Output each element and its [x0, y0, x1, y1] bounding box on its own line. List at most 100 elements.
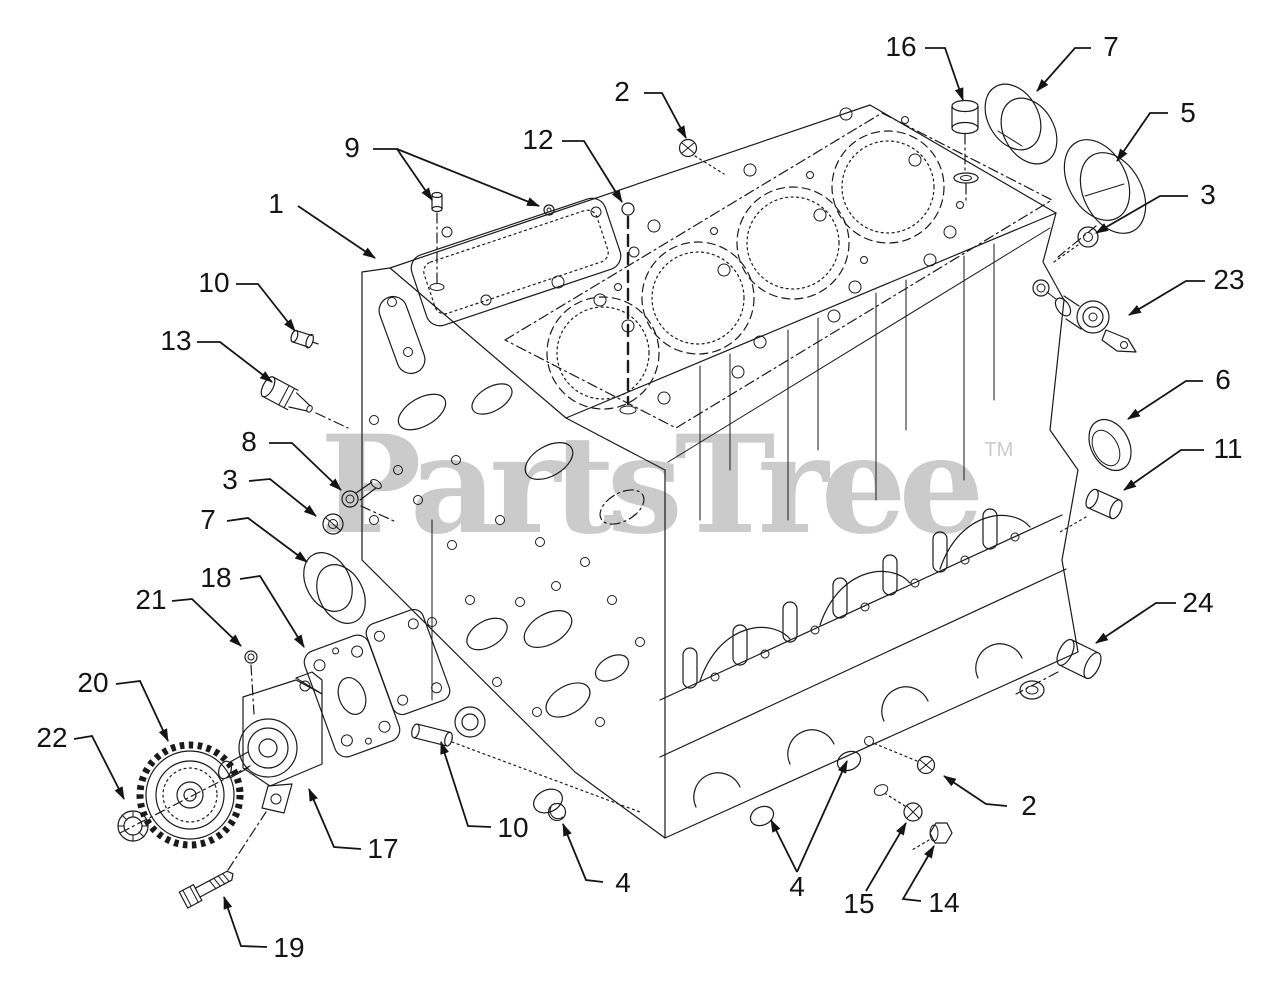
part-ball-4	[530, 785, 566, 821]
leader-line	[236, 284, 295, 332]
callout-label: 1	[268, 188, 284, 219]
head-gasket	[505, 113, 1052, 428]
part-plug-16	[952, 101, 978, 205]
leader-line	[227, 518, 308, 562]
callout-label: 16	[885, 31, 916, 62]
callout-label: 15	[843, 888, 874, 919]
part-gear-20	[140, 745, 240, 845]
callout-label: 24	[1182, 587, 1213, 618]
callout-label: 9	[344, 132, 360, 163]
part-nut-22	[118, 766, 250, 841]
callout-label: 7	[200, 504, 216, 535]
leader-line	[116, 681, 168, 742]
callout-label: 10	[497, 812, 528, 843]
leader-line	[1117, 113, 1168, 162]
callout-label: 20	[77, 667, 108, 698]
watermark-tm-mark: TM	[984, 439, 1014, 461]
callout-label: 10	[198, 267, 229, 298]
leader-line	[563, 823, 603, 882]
part-bolt-10-top	[289, 329, 320, 351]
watermark-text: PartsTree	[320, 405, 984, 564]
leader-line	[943, 776, 1007, 806]
leader-line	[1127, 381, 1203, 419]
leader-line	[397, 149, 540, 206]
callout-label: 17	[367, 833, 398, 864]
part-plug-5	[1051, 128, 1159, 257]
part-fitting-8	[342, 478, 396, 522]
leader-line	[1037, 48, 1091, 92]
leader-line	[74, 736, 124, 800]
callout-label: 23	[1213, 264, 1244, 295]
callout-label: 6	[1215, 364, 1231, 395]
leader-line	[240, 576, 304, 648]
callout-label: 19	[273, 932, 304, 963]
engine-block	[118, 74, 1159, 908]
leader-line	[197, 342, 273, 382]
part-sender-13	[258, 375, 348, 428]
part-oil-pump-17	[216, 672, 322, 813]
callout-label: 21	[135, 584, 166, 615]
cylinder-bores	[547, 131, 944, 409]
leader-line	[373, 149, 432, 201]
part-plug-6	[1081, 412, 1140, 478]
deck-opening	[408, 195, 625, 330]
callout-label: 4	[789, 871, 805, 902]
part-cap-7-top	[974, 74, 1068, 174]
part-nut-2-top	[680, 140, 725, 175]
part-plug-14	[912, 823, 952, 850]
callout-label: 13	[160, 325, 191, 356]
callout-label: 18	[200, 562, 231, 593]
leader-line	[224, 896, 267, 947]
crankcase-side	[660, 228, 1066, 807]
leader-line	[1095, 603, 1176, 643]
part-stud-9	[430, 193, 554, 291]
leader-line	[1095, 196, 1188, 233]
leader-line	[172, 599, 242, 647]
callout-label: 14	[928, 887, 959, 918]
callout-label: 12	[522, 124, 553, 155]
leader-line	[903, 845, 934, 901]
part-sensor-23	[1047, 292, 1136, 352]
part-nut-2-bottom	[865, 737, 935, 774]
leader-line	[441, 741, 491, 827]
leader-line	[249, 479, 317, 516]
leader-line	[797, 760, 847, 872]
callout-label: 7	[1103, 31, 1119, 62]
part-plug-24	[1016, 637, 1104, 694]
part-screw-21	[245, 651, 257, 714]
part-stud-10-bottom	[410, 723, 640, 812]
callout-label: 3	[222, 464, 238, 495]
callout-label: 22	[36, 722, 67, 753]
part-nut-15	[873, 783, 922, 821]
part-stud-12	[620, 203, 636, 414]
leader-line	[269, 443, 342, 491]
part-cap-7-left	[294, 544, 375, 631]
leader-line	[771, 819, 797, 872]
leader-line	[562, 141, 622, 203]
leader-line	[1123, 450, 1204, 490]
leader-line	[309, 788, 361, 849]
front-face-holes	[363, 293, 649, 737]
deck-holes	[552, 108, 964, 404]
block-silhouette	[362, 105, 1078, 838]
part-dowel-11	[1083, 488, 1124, 521]
leader-line	[298, 206, 376, 258]
part-nut-3-top	[1054, 227, 1098, 262]
callout-label: 8	[241, 426, 257, 457]
callout-label: 11	[1213, 433, 1242, 464]
drain-hole-4b	[834, 748, 863, 774]
callout-label: 4	[615, 867, 631, 898]
leader-line	[1128, 281, 1205, 315]
part-plug-3-left	[323, 514, 343, 534]
callout-label: 2	[1021, 790, 1037, 821]
callout-label: 2	[614, 76, 630, 107]
part-bolt-19	[179, 812, 266, 908]
leader-line	[925, 48, 963, 101]
callout-label: 5	[1180, 97, 1196, 128]
callout-label: 3	[1200, 179, 1216, 210]
leader-line	[644, 93, 686, 139]
